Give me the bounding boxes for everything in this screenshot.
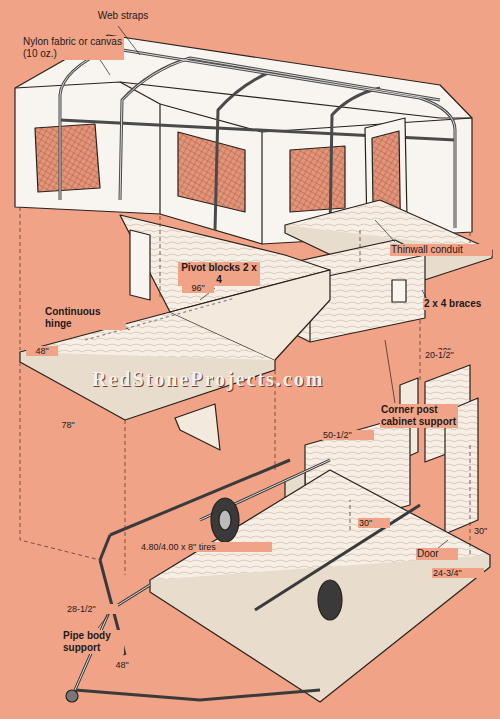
assembly-lines xyxy=(20,207,470,575)
dimension-label: 48" xyxy=(106,660,138,670)
dimension-label: 50-1/2" xyxy=(322,430,374,440)
dimension-label: 30" xyxy=(473,526,497,536)
part-label: Nylon fabric or canvas (10 oz.) xyxy=(22,36,124,60)
dimension-label: 28-1/2" xyxy=(66,604,118,614)
part-label: Pipe body support xyxy=(62,630,124,654)
dimension-label: 96" xyxy=(182,283,214,293)
leader-lines xyxy=(95,26,448,628)
dimension-label: 24-3/4" xyxy=(432,568,484,578)
dimension-label: 48" xyxy=(26,346,58,356)
part-label: 4.80/4.00 x 8" tires xyxy=(140,542,272,552)
part-label: 2 x 4 braces xyxy=(423,298,497,310)
bed-platform xyxy=(20,215,330,450)
part-label: Thinwall conduit xyxy=(390,244,492,256)
part-label: Web straps xyxy=(92,10,154,22)
part-label: Door xyxy=(416,548,458,560)
part-label: Corner post cabinet support xyxy=(380,404,458,428)
dimension-label: 20-1/2" xyxy=(424,350,476,360)
dimension-label: 30" xyxy=(358,518,390,528)
part-label: Continuous hinge xyxy=(44,306,126,330)
watermark: RedStoneProjects.com xyxy=(92,368,324,391)
trailer-chassis xyxy=(66,460,490,702)
dimension-label: 78" xyxy=(52,420,84,430)
tires xyxy=(211,498,342,620)
